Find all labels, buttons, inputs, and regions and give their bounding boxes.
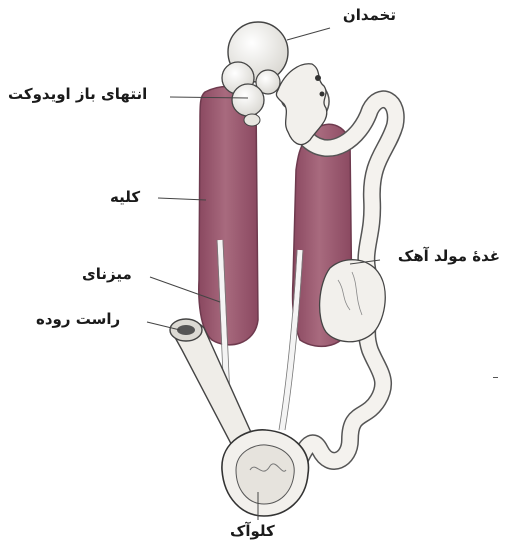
label-ovary: تخمدان (343, 6, 396, 24)
ovary-stalk (244, 114, 260, 126)
leader-ovary (287, 28, 330, 40)
label-ureter: میزنای (82, 265, 132, 283)
right-ureter (282, 250, 300, 430)
label-cloaca: کلوآک (230, 522, 275, 540)
ovary-follicle (232, 84, 264, 116)
label-shell-gland: غدهٔ مولد آهک (398, 247, 500, 265)
infundibulum-dot (315, 75, 321, 81)
infundibulum-dot (320, 92, 325, 97)
label-kidney: کلیه (110, 188, 140, 206)
cloaca-inner (236, 445, 294, 504)
stray-dash-mark (493, 377, 498, 378)
label-rectum: راست روده (36, 310, 120, 328)
label-oviduct-infundibulum: انتهای باز اویدوکت (8, 85, 147, 103)
